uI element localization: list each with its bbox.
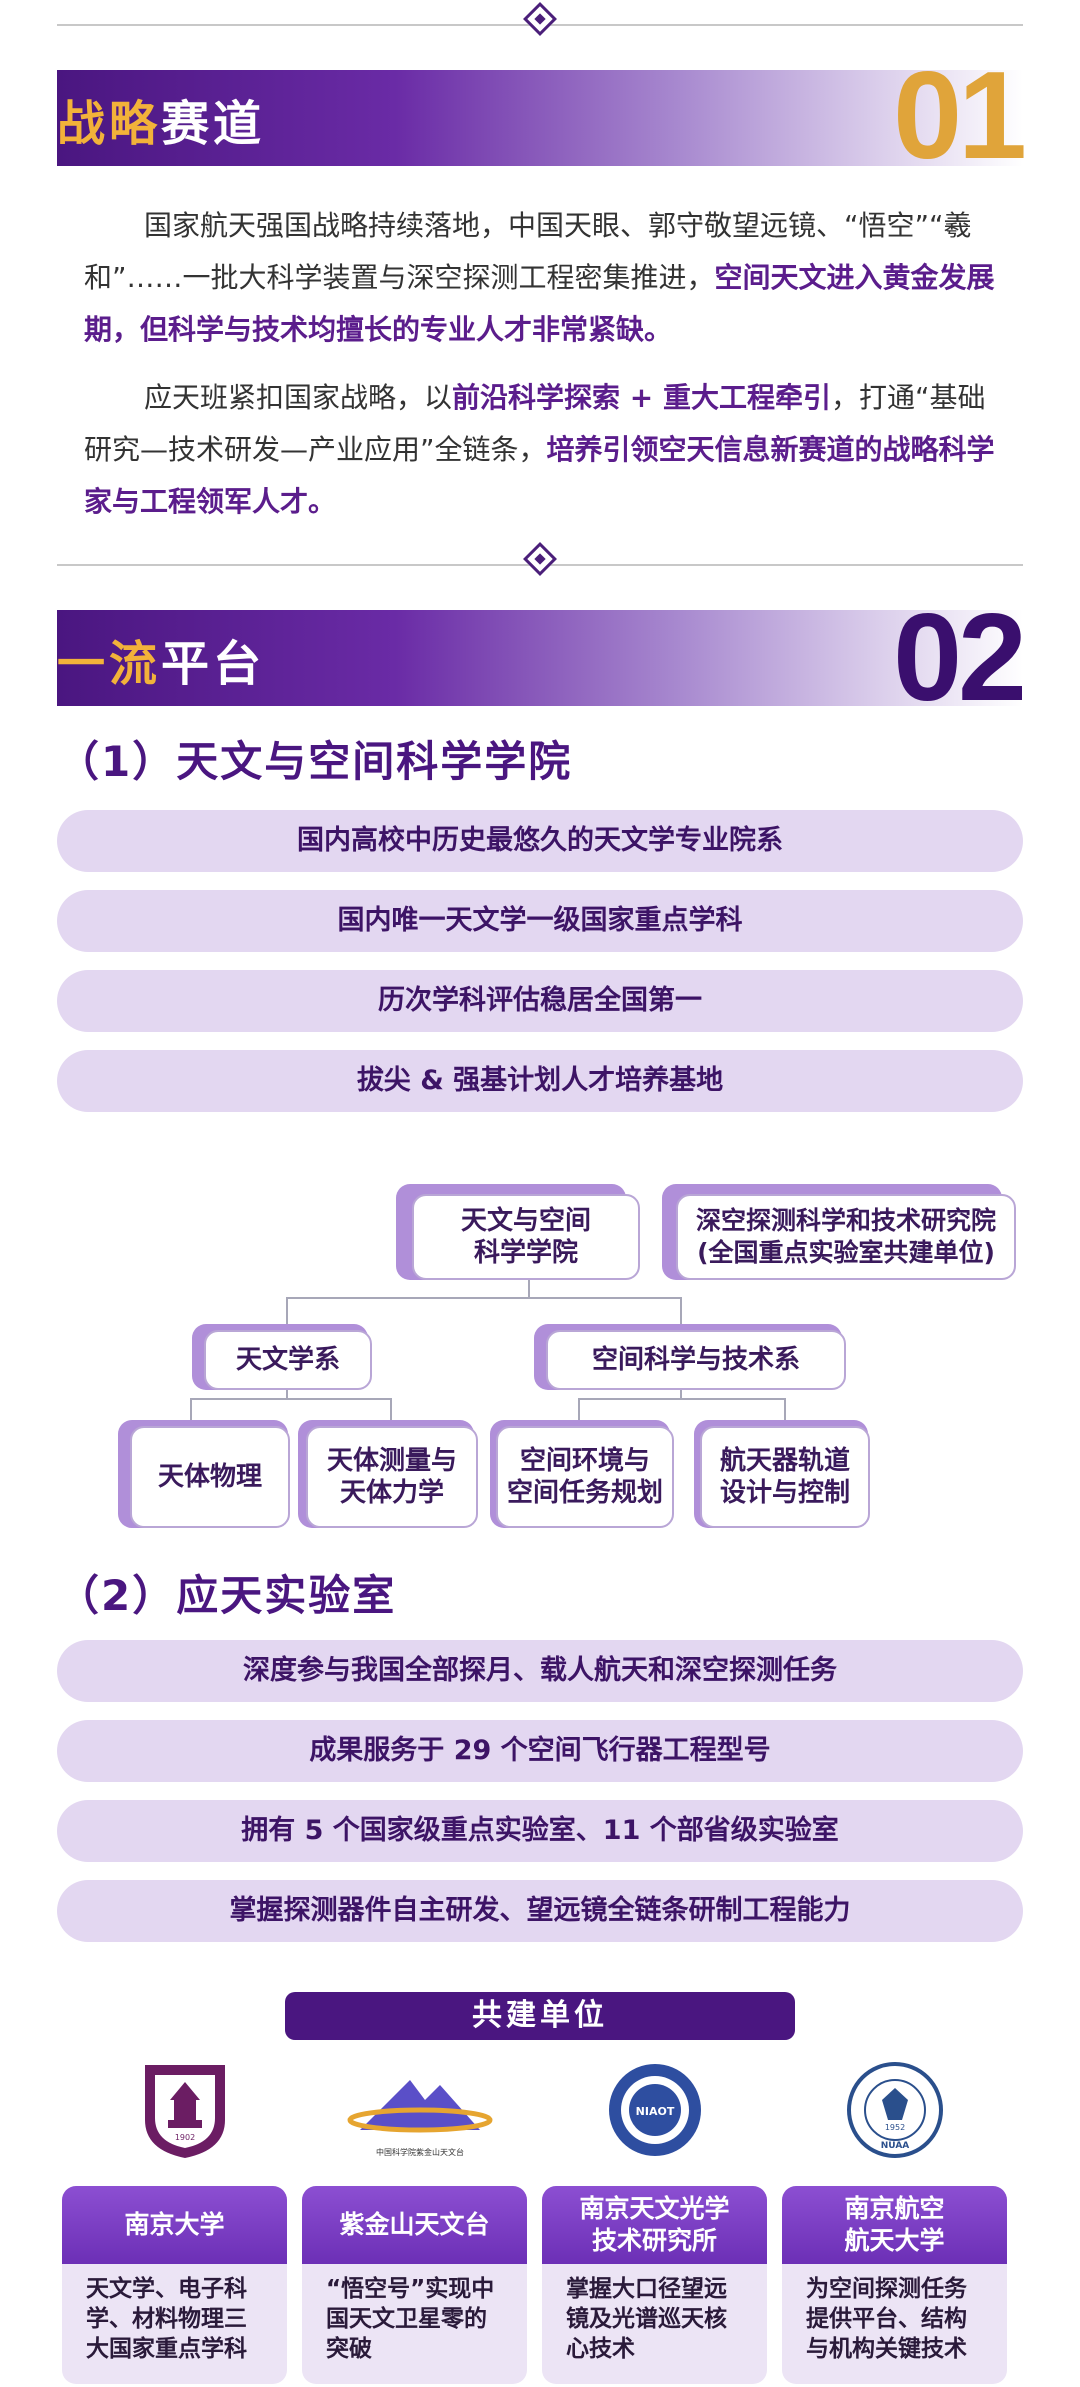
partner-desc-nuaa: 为空间探测任务提供平台、结构与机构关键技术: [782, 2264, 1007, 2384]
partner-desc-pmo: “悟空号”实现中国天文卫星零的突破: [302, 2264, 527, 2384]
nuaa-logo-year: 1952: [885, 2123, 905, 2132]
section2-number: 02: [893, 589, 1027, 727]
niaot-logo-icon: NIAOT: [609, 2064, 701, 2156]
pill-1-1: 国内高校中历史最悠久的天文学专业院系: [57, 810, 1023, 872]
org-line: [680, 1384, 682, 1399]
org-line: [190, 1398, 390, 1400]
pill-2-2: 成果服务于 29 个空间飞行器工程型号: [57, 1720, 1023, 1782]
divider-middle: [57, 542, 1023, 576]
section1-paragraph-1: 国家航天强国战略持续落地，中国天眼、郭守敬望远镜、“悟空”“羲和”……一批大科学…: [84, 209, 995, 346]
pill-1-3: 历次学科评估稳居全国第一: [57, 970, 1023, 1032]
pill-1-2: 国内唯一天文学一级国家重点学科: [57, 890, 1023, 952]
partner-desc-niaot: 掌握大口径望远镜及光谱巡天核心技术: [542, 2264, 767, 2384]
subsection-1-heading: （1）天文与空间科学学院: [57, 737, 573, 786]
section1-number: 01: [893, 47, 1027, 185]
pill-2-1: 深度参与我国全部探月、载人航天和深空探测任务: [57, 1640, 1023, 1702]
org-leaf-astrophysics: 天体物理: [130, 1426, 290, 1528]
pill-2-3: 拥有 5 个国家级重点实验室、11 个部省级实验室: [57, 1800, 1023, 1862]
org-line: [528, 1268, 530, 1298]
nju-logo-icon: 1902: [145, 2065, 225, 2158]
org-line: [190, 1398, 192, 1426]
diamond-icon: [523, 542, 557, 576]
diamond-icon: [523, 2, 557, 36]
section1-header: 战略赛道 01: [57, 54, 1027, 178]
org-side-institute: 深空探测科学和技术研究院 (全国重点实验室共建单位): [676, 1194, 1016, 1280]
org-line: [578, 1398, 784, 1400]
pmo-logo-icon: 中国科学院紫金山天文台: [347, 2080, 493, 2157]
org-line: [286, 1384, 288, 1399]
pmo-logo-text: 中国科学院紫金山天文台: [376, 2147, 464, 2157]
partner-card-nuaa: 南京航空 航天大学: [782, 2186, 1007, 2264]
partner-card-pmo: 紫金山天文台: [302, 2186, 527, 2264]
nju-logo-year: 1902: [175, 2133, 195, 2142]
partners-label: 共建单位: [285, 1992, 795, 2040]
partner-desc-nju: 天文学、电子科学、材料物理三大国家重点学科: [62, 2264, 287, 2384]
org-line: [784, 1398, 786, 1426]
subsection-2-heading: （2）应天实验室: [57, 1571, 397, 1620]
section1-title: 战略赛道: [57, 96, 266, 152]
org-line: [680, 1297, 682, 1327]
org-leaf-astrometry: 天体测量与 天体力学: [306, 1426, 478, 1528]
partner-card-niaot: 南京天文光学 技术研究所: [542, 2186, 767, 2264]
org-line: [286, 1297, 680, 1299]
section2-header: 一流平台 02: [57, 596, 1027, 720]
pill-1-4: 拔尖 & 强基计划人才培养基地: [57, 1050, 1023, 1112]
niaot-logo-text: NIAOT: [636, 2105, 675, 2118]
org-dept-space: 空间科学与技术系: [546, 1330, 846, 1390]
org-line: [578, 1398, 580, 1426]
org-line: [390, 1398, 392, 1426]
org-dept-astronomy: 天文学系: [204, 1330, 372, 1390]
pill-2-4: 掌握探测器件自主研发、望远镜全链条研制工程能力: [57, 1880, 1023, 1942]
nuaa-logo-icon: 1952 NUAA: [847, 2062, 943, 2158]
section1-paragraph-2: 应天班紧扣国家战略，以前沿科学探索 + 重大工程牵引，打通“基础研究—技术研发—…: [84, 381, 995, 518]
section2-title: 一流平台: [57, 636, 266, 692]
org-leaf-space-env: 空间环境与 空间任务规划: [496, 1426, 674, 1528]
org-root: 天文与空间 科学学院: [412, 1194, 640, 1280]
org-leaf-orbit: 航天器轨道 设计与控制: [700, 1426, 870, 1528]
org-line: [286, 1297, 288, 1327]
divider-top: [57, 2, 1023, 36]
nuaa-logo-text: NUAA: [881, 2141, 910, 2151]
partner-card-nju: 南京大学: [62, 2186, 287, 2264]
